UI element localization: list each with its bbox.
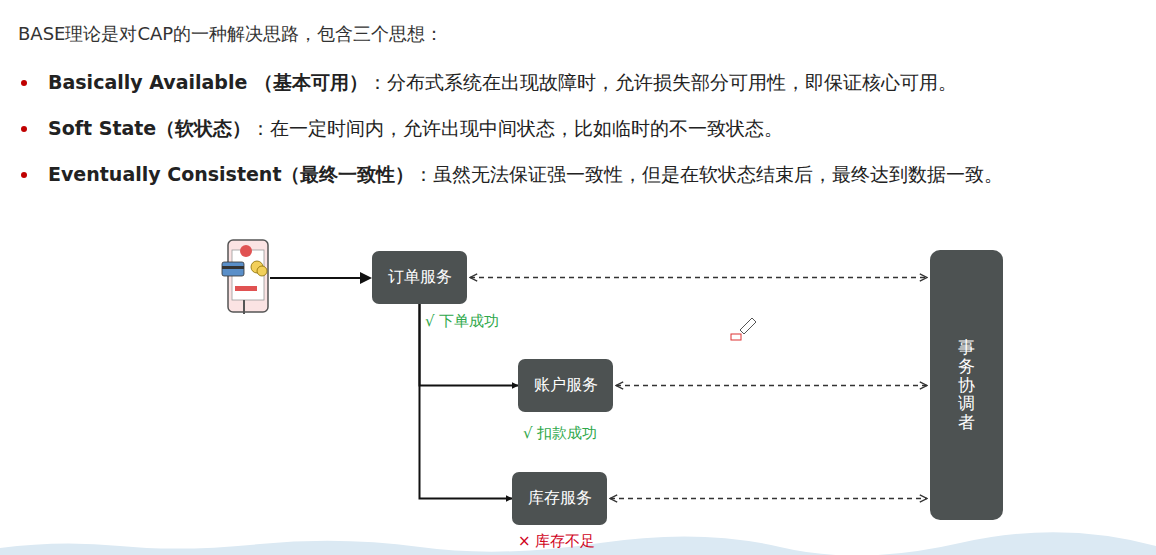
concept-description: ：分布式系统在出现故障时，允许损失部分可用性，即保证核心可用。 <box>368 71 957 93</box>
bullet-line: Eventually Consistent（最终一致性）：虽然无法保证强一致性，… <box>48 162 1003 188</box>
dashed-connector <box>610 498 927 499</box>
flow-connector <box>420 304 519 386</box>
status-label: √ 扣款成功 <box>523 424 597 443</box>
flow-connector <box>420 304 513 499</box>
concept-term: Basically Available （基本可用） <box>48 71 368 93</box>
entry-arrowhead <box>360 272 372 284</box>
bullet-dot <box>21 172 27 178</box>
pencil-cursor <box>731 318 756 340</box>
node-label: 订单服务 <box>388 267 452 288</box>
service-box: 账户服务 <box>518 359 613 412</box>
page-title: BASE理论是对CAP的一种解决思路，包含三个思想： <box>18 22 443 46</box>
dashed-connector <box>470 277 927 278</box>
entry-arrow <box>270 277 362 279</box>
bullet-line: Basically Available （基本可用）：分布式系统在出现故障时，允… <box>48 70 957 96</box>
node-label: 库存服务 <box>528 488 592 509</box>
node-label: 事务协调者 <box>958 338 975 431</box>
dashed-connector <box>616 385 927 386</box>
concept-term: Soft State（软状态） <box>48 117 251 139</box>
coordinator-box: 事务协调者 <box>930 250 1003 520</box>
service-box: 库存服务 <box>512 472 607 525</box>
bullet-dot <box>21 80 27 86</box>
phone-user-icon <box>222 240 268 314</box>
node-label: 账户服务 <box>534 375 598 396</box>
bullet-dot <box>21 126 27 132</box>
service-box: 订单服务 <box>372 251 467 304</box>
status-label: × 库存不足 <box>518 532 595 551</box>
concept-term: Eventually Consistent（最终一致性） <box>48 163 414 185</box>
bottom-wave <box>0 532 1156 555</box>
status-label: √ 下单成功 <box>425 312 499 331</box>
concept-description: ：虽然无法保证强一致性，但是在软状态结束后，最终达到数据一致。 <box>414 163 1003 185</box>
concept-description: ：在一定时间内，允许出现中间状态，比如临时的不一致状态。 <box>251 117 783 139</box>
bullet-line: Soft State（软状态）：在一定时间内，允许出现中间状态，比如临时的不一致… <box>48 116 783 142</box>
